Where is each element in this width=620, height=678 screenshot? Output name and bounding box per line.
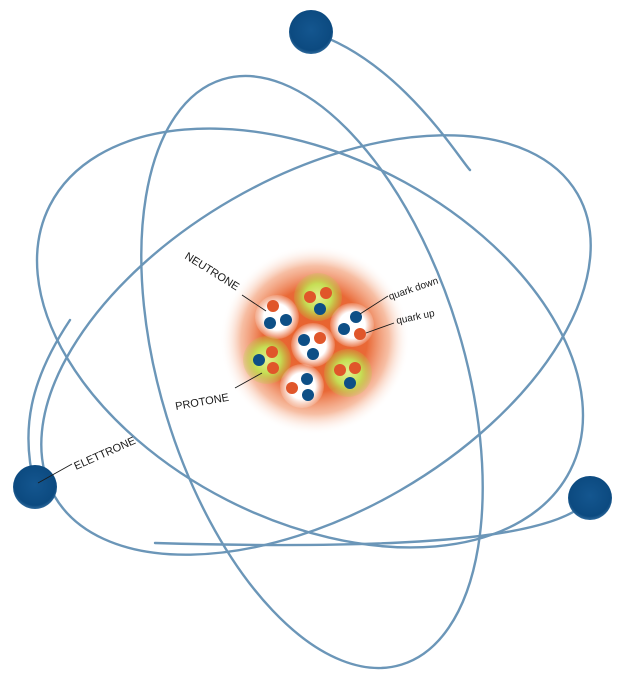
quark-down xyxy=(338,323,350,335)
electron-top xyxy=(289,10,333,54)
orbit-tail-left xyxy=(27,318,72,489)
quark-down xyxy=(264,317,276,329)
electron-leader xyxy=(37,463,73,484)
neutron-right xyxy=(330,303,374,347)
orbit-tail-right xyxy=(153,496,592,547)
quark-down xyxy=(301,373,313,385)
quark-down xyxy=(350,311,362,323)
proton-leader xyxy=(234,372,263,389)
orbit-vertical xyxy=(140,74,484,670)
orbit-tilted xyxy=(35,127,585,549)
quark-up xyxy=(354,328,366,340)
neutron-bottom xyxy=(280,364,324,408)
quark-up xyxy=(266,346,278,358)
quark-down xyxy=(253,354,265,366)
quark-down-label: quark down xyxy=(387,276,439,303)
quark-up-leader xyxy=(365,322,395,334)
quark-down xyxy=(280,314,292,326)
neutron-label: NEUTRONE xyxy=(182,250,241,293)
quark-down xyxy=(344,377,356,389)
quark-up xyxy=(314,332,326,344)
neutron-leader xyxy=(241,294,267,312)
proton-label: PROTONE xyxy=(174,392,229,413)
quark-up xyxy=(349,362,361,374)
quark-down xyxy=(314,303,326,315)
proton-top xyxy=(294,273,342,321)
orbit-tail-top xyxy=(309,30,472,172)
nucleus xyxy=(243,273,374,408)
quark-up xyxy=(320,287,332,299)
neutron-top-left xyxy=(255,295,299,339)
neutron-center xyxy=(291,323,335,367)
proton-left xyxy=(243,336,291,384)
quark-up xyxy=(286,382,298,394)
quark-down xyxy=(302,389,314,401)
quark-down xyxy=(298,334,310,346)
quark-up xyxy=(304,291,316,303)
quark-down-leader xyxy=(359,295,389,315)
electron-label: ELETTRONE xyxy=(72,435,137,473)
quark-down xyxy=(307,348,319,360)
electron-left xyxy=(13,465,57,509)
quark-up xyxy=(267,300,279,312)
quark-up xyxy=(267,362,279,374)
electron-right xyxy=(568,476,612,520)
proton-bottom-right xyxy=(324,349,372,397)
quark-up xyxy=(334,364,346,376)
